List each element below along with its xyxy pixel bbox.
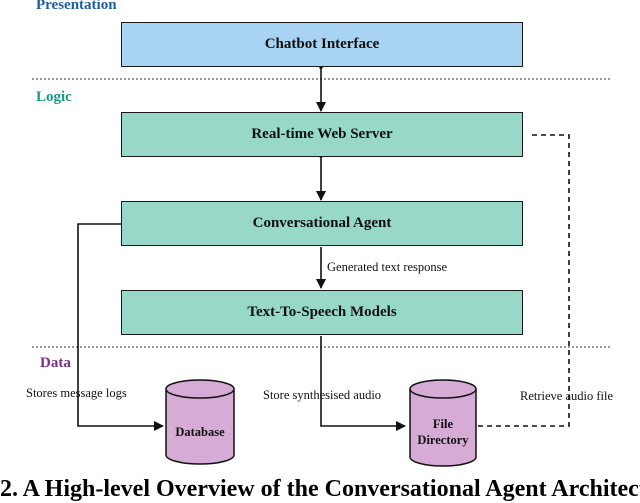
database-label: Database (175, 425, 225, 439)
chatbot-interface-box: Chatbot Interface (121, 22, 523, 67)
layer-label-logic: Logic (36, 89, 72, 105)
file-directory-label-line2: Directory (417, 433, 469, 447)
figure-caption: 2. A High-level Overview of the Conversa… (0, 476, 640, 502)
file-directory-cylinder (409, 379, 477, 467)
layer-label-presentation: Presentation (36, 0, 117, 13)
edge-label-generated-text: Generated text response (327, 260, 448, 274)
database-cylinder (165, 379, 235, 465)
web-server-box: Real-time Web Server (121, 112, 523, 157)
layer-label-data: Data (40, 355, 71, 371)
edge-label-retrieve-audio: Retrieve audio file (520, 389, 614, 403)
arrow-file-server (460, 134, 570, 431)
conversational-agent-box: Conversational Agent (121, 201, 523, 246)
file-directory-label-line1: File (432, 417, 454, 431)
tts-models-box: Text-To-Speech Models (121, 290, 523, 335)
arrow-agent-database (77, 223, 164, 431)
edge-label-store-audio: Store synthesised audio (263, 388, 382, 402)
arrow-tts-file (320, 336, 406, 431)
edge-label-stores-logs: Stores message logs (26, 386, 127, 400)
